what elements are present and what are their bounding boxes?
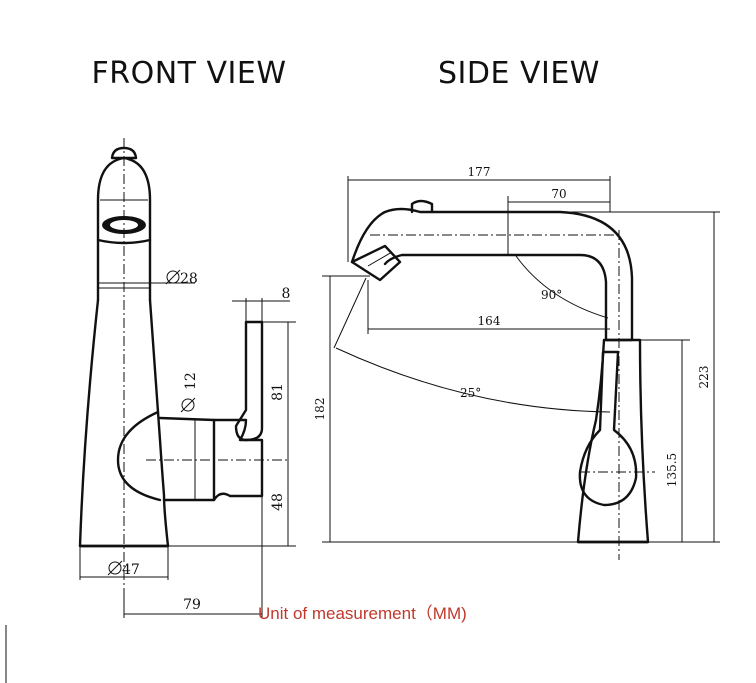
- diameter-symbol-28: [166, 270, 180, 284]
- side-view-title: SIDE VIEW: [438, 56, 600, 91]
- dim-135-label: 135.5: [665, 453, 679, 487]
- dim-90-label: 90°: [541, 288, 562, 302]
- dim-12-label: 12: [183, 372, 199, 390]
- front-spout-head: [96, 156, 152, 245]
- diameter-slash-12: [180, 397, 196, 413]
- dim-79-label: 79: [183, 597, 201, 613]
- side-spout-nozzle: [350, 244, 402, 282]
- front-lever: [234, 320, 264, 442]
- diameter-slash-28: [165, 269, 181, 285]
- dim-90-arc: [515, 255, 609, 319]
- side-view: 177 70 223 135.5 182 164 90° 25°: [313, 165, 720, 560]
- dim-48-label: 48: [270, 493, 286, 511]
- front-handle-hub: [116, 410, 162, 502]
- dim-182-label: 182: [313, 398, 327, 421]
- dim-28-label: 28: [180, 271, 198, 287]
- unit-note: Unit of measurement（MM): [258, 604, 467, 623]
- front-neck: [96, 238, 152, 302]
- front-body: [78, 298, 170, 548]
- diameter-symbol-47: [108, 561, 122, 575]
- front-handle-cylinder: [212, 418, 264, 502]
- dim-25-arc: [335, 347, 611, 413]
- side-spout-arm: [350, 207, 634, 342]
- dim-25-ext: [333, 277, 367, 349]
- dim-223-label: 223: [697, 366, 711, 389]
- dim-8-label: 8: [282, 286, 291, 302]
- dim-164-label: 164: [478, 314, 501, 328]
- front-handle-neck: [158, 416, 216, 502]
- dim-25-label: 25°: [460, 386, 481, 400]
- diameter-slash-47: [107, 560, 123, 576]
- front-view: 28 12 8 81 48 47 79: [78, 138, 296, 618]
- dim-70-label: 70: [551, 187, 566, 201]
- side-nozzle-line: [367, 251, 393, 267]
- dim-81-label: 81: [270, 383, 286, 401]
- diameter-symbol-12: [181, 398, 195, 412]
- side-top-button: [410, 199, 434, 214]
- dim-47-label: 47: [122, 562, 140, 578]
- side-handle: [578, 350, 638, 507]
- side-body: [576, 338, 650, 544]
- dim-177-label: 177: [468, 165, 491, 179]
- front-view-title: FRONT VIEW: [91, 56, 286, 91]
